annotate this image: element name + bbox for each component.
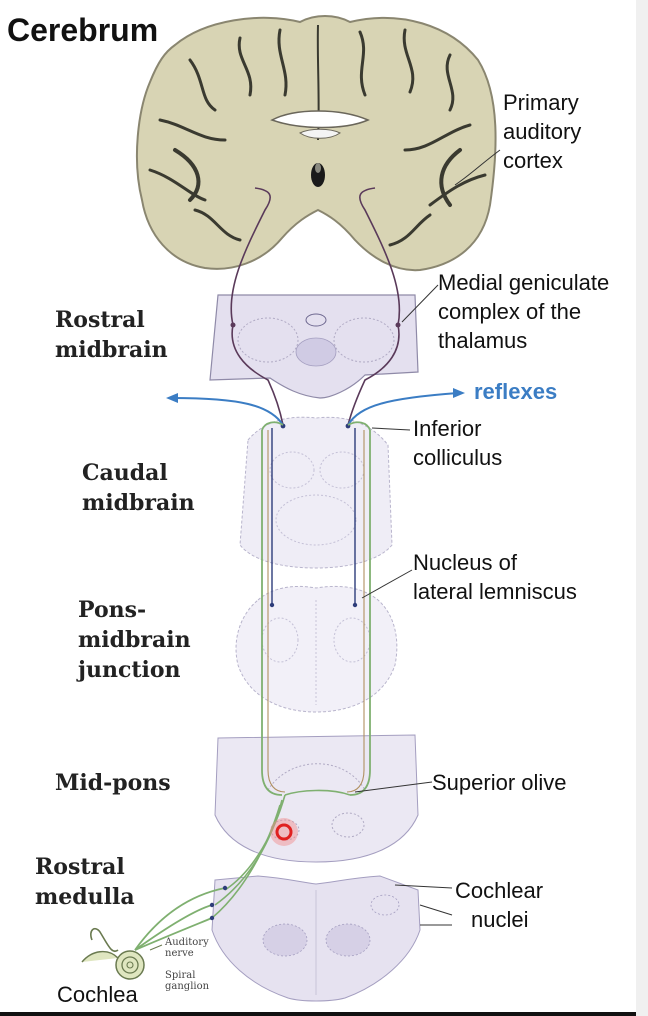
rostral-medulla-section [211,875,421,1002]
label-cochlea: Cochlea [57,982,138,1007]
reflexes-arrow-right [347,392,459,426]
cochlea-illustration [81,928,163,980]
cortex-sulci [148,28,487,247]
level-pons-midbrain-junction: Pons- midbrain junction [78,597,191,683]
level-caudal-midbrain: Caudal midbrain [82,460,195,516]
mid-pons-section [214,734,419,863]
label-medial-geniculate: Medial geniculate complex of the thalamu… [438,270,610,353]
thalamocortical-left [230,187,271,326]
label-superior-olive: Superior olive [432,770,567,795]
page-title: Cerebrum [7,12,159,48]
diagram-canvas: Cerebrum Primary auditory cortex Medial … [0,0,636,1012]
level-rostral-medulla: Rostral medulla [35,854,135,910]
cerebrum-section [135,15,497,272]
leader-lines [354,149,501,926]
label-inferior-colliculus: Inferior colliculus [413,416,503,470]
pathways [134,187,465,951]
reflexes-arrow-left [171,397,284,426]
thalamocortical-right [359,187,401,326]
bottom-border [0,1012,636,1016]
label-primary-auditory-cortex: Primary auditory cortex [503,90,582,173]
label-cochlear-nuclei: Cochlear nuclei [455,878,544,932]
level-rostral-midbrain: Rostral midbrain [55,307,168,363]
cerebrum-outline [135,15,497,272]
pons-midbrain-junction-section [235,585,398,713]
label-spiral-ganglion: Spiral ganglion [165,970,210,992]
label-auditory-nerve: Auditory nerve [165,937,209,959]
caudal-midbrain-section [239,416,393,569]
label-reflexes: reflexes [474,379,558,404]
label-nucleus-lateral-lemniscus: Nucleus of lateral lemniscus [413,550,577,604]
lesion-marker [270,818,298,846]
scrollbar[interactable] [636,0,648,1016]
level-mid-pons: Mid-pons [55,770,171,796]
auditory-pathway-diagram [81,15,501,1002]
rostral-midbrain-section [209,294,419,399]
